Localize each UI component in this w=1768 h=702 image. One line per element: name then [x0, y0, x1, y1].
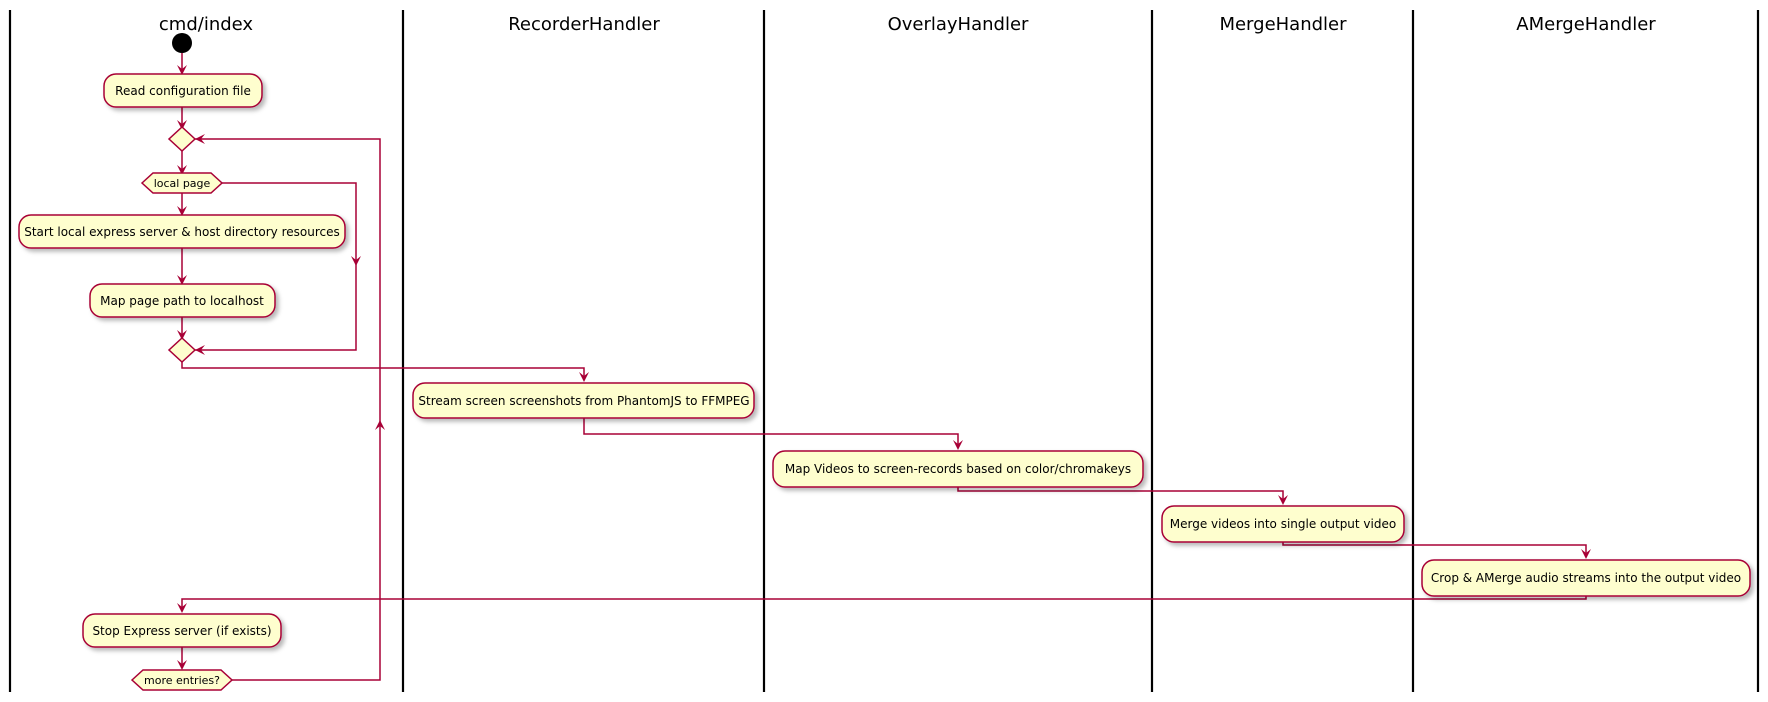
edge-mapvideos-merge	[957, 487, 1284, 503]
edge-loop-back	[195, 138, 381, 681]
edge-else-branch	[195, 182, 357, 351]
arrowhead	[177, 120, 187, 130]
activity-label: Stream screen screenshots from PhantomJS…	[418, 394, 749, 408]
lane-titles: cmd/index RecorderHandler OverlayHandler…	[159, 14, 1656, 35]
arrowhead	[177, 165, 187, 175]
activity-box	[412, 382, 755, 419]
activity-stream: Stream screen screenshots from PhantomJS…	[412, 382, 755, 419]
activity-start-server: Start local express server & host direct…	[18, 214, 346, 249]
activity-box	[1161, 505, 1405, 543]
activity-label: Map Videos to screen-records based on co…	[785, 462, 1131, 476]
arrowhead	[375, 420, 385, 430]
arrowheads	[177, 65, 1591, 670]
activity-box	[103, 73, 263, 108]
lane-title-amerge-handler: AMergeHandler	[1516, 14, 1656, 35]
arrowhead	[195, 345, 205, 355]
lane-title-merge-handler: MergeHandler	[1219, 14, 1347, 35]
condition-label: more entries?	[144, 674, 220, 687]
activity-amerge: Crop & AMerge audio streams into the out…	[1421, 559, 1751, 597]
lane-title-cmd-index: cmd/index	[159, 14, 254, 35]
arrowhead	[351, 256, 361, 266]
arrowhead	[177, 65, 187, 75]
condition-local-page: local page	[140, 172, 224, 194]
activity-box	[1421, 559, 1751, 597]
lane-title-overlay-handler: OverlayHandler	[888, 14, 1029, 35]
activity-box	[18, 214, 346, 249]
arrowhead	[177, 603, 187, 613]
edge-merge-amerge	[1282, 542, 1587, 557]
edge-amerge-stop	[181, 596, 1587, 611]
activity-merge: Merge videos into single output video	[1161, 505, 1405, 543]
activity-box	[772, 450, 1144, 488]
activity-label: Start local express server & host direct…	[24, 225, 340, 239]
activity-box	[89, 283, 276, 318]
activity-label: Map page path to localhost	[100, 294, 264, 308]
activity-box	[82, 613, 282, 648]
arrowhead	[1278, 495, 1288, 505]
loop-diamond	[167, 125, 197, 153]
activity-label: Stop Express server (if exists)	[92, 624, 271, 638]
arrowhead	[1581, 549, 1591, 559]
edge-stream-mapvideos	[583, 418, 959, 448]
activity-read-config: Read configuration file	[103, 73, 263, 108]
activity-label: Merge videos into single output video	[1170, 517, 1396, 531]
condition-more-entries: more entries?	[130, 669, 234, 691]
activity-label: Crop & AMerge audio streams into the out…	[1431, 571, 1741, 585]
activity-map-videos: Map Videos to screen-records based on co…	[772, 450, 1144, 488]
activity-stop-server: Stop Express server (if exists)	[82, 613, 282, 648]
condition-hexagon	[130, 669, 234, 691]
arrowhead	[953, 440, 963, 450]
arrowhead	[177, 206, 187, 216]
merge-diamond	[167, 336, 197, 364]
edges	[181, 53, 1587, 681]
arrowhead	[579, 372, 589, 382]
arrowhead	[195, 134, 205, 144]
swimlane-lines	[8, 10, 1760, 692]
condition-hexagon	[140, 172, 224, 194]
arrowhead	[177, 275, 187, 285]
edge-merge-stream	[181, 362, 585, 380]
arrowhead	[177, 330, 187, 340]
condition-label: local page	[154, 177, 211, 190]
start-node	[172, 33, 192, 53]
activity-label: Read configuration file	[115, 84, 251, 98]
activity-map-path: Map page path to localhost	[89, 283, 276, 318]
arrowhead	[177, 660, 187, 670]
lane-title-recorder-handler: RecorderHandler	[508, 14, 660, 35]
